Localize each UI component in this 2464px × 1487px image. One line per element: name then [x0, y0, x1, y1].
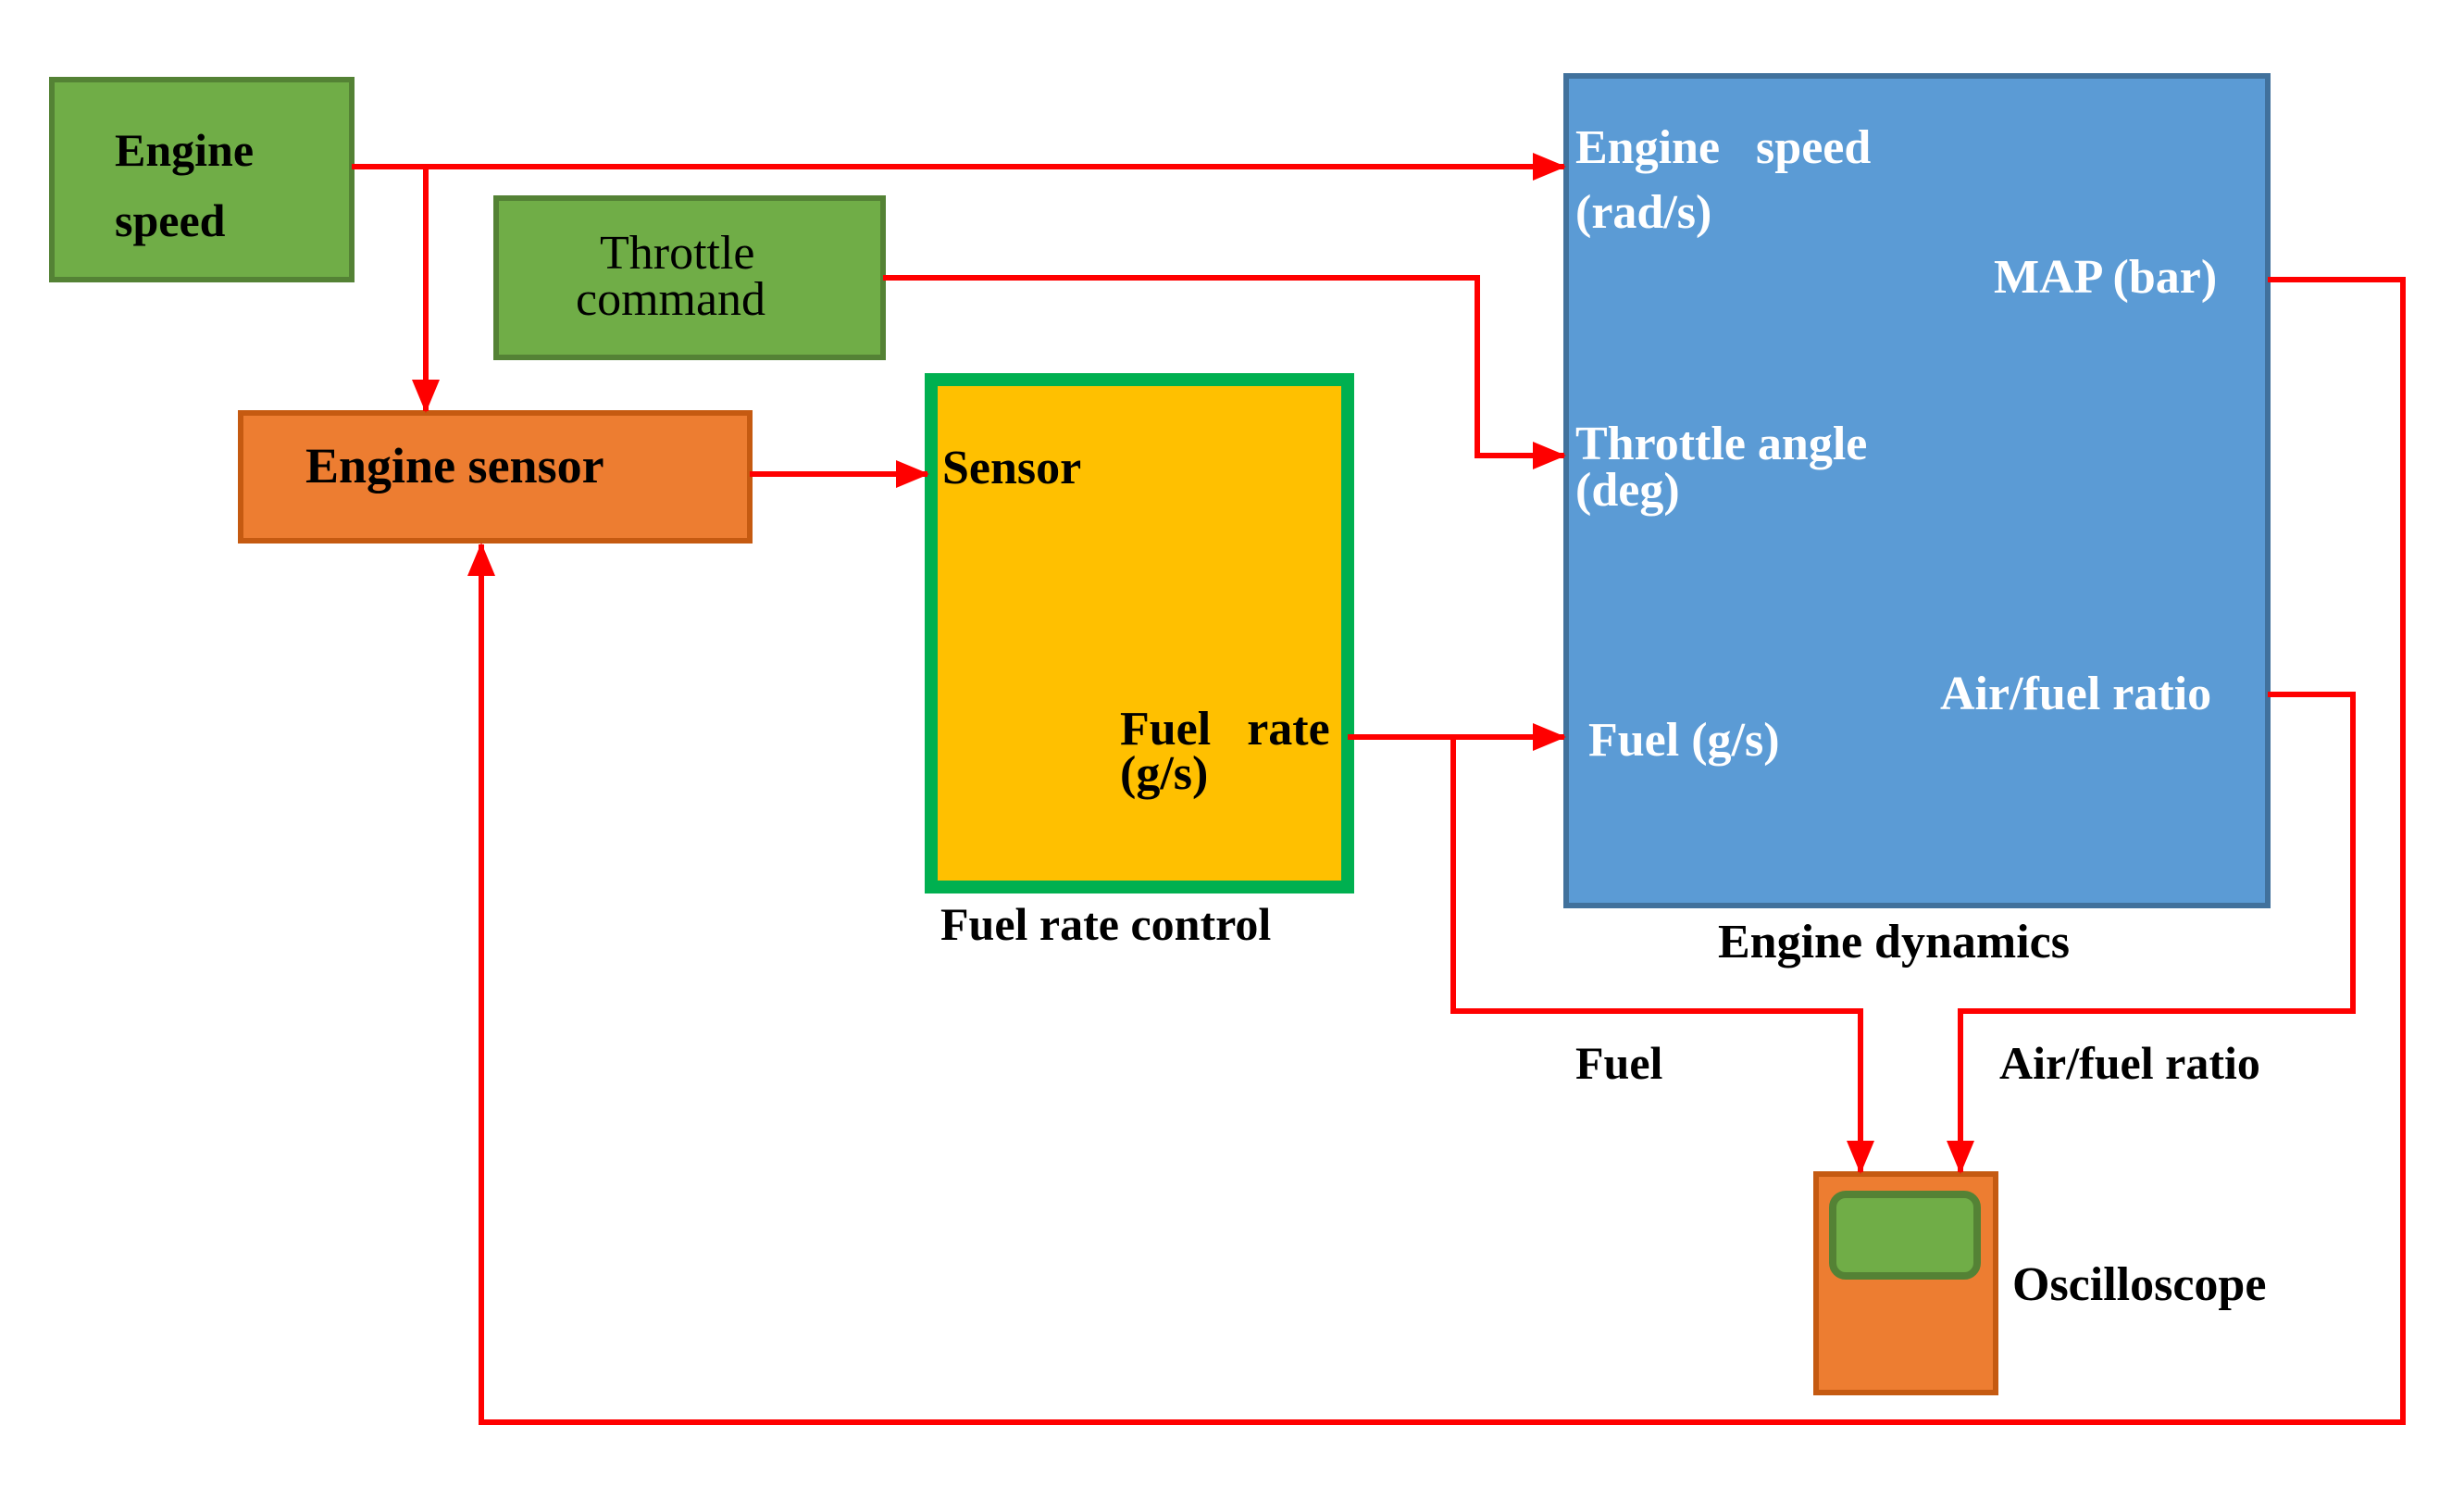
engine-dynamics-caption: Engine dynamics [1718, 916, 2070, 968]
fuel-control-sensor-port-label: Sensor [942, 442, 1082, 494]
fuel-signal-label: Fuel [1575, 1037, 1663, 1089]
dynamics-afr-port-label: Air/fuel ratio [1940, 668, 2212, 720]
fuel-rate-control-caption: Fuel rate control [940, 898, 1272, 950]
engine-dynamics-block [1563, 73, 2271, 908]
throttle-command-label-line2: command [576, 273, 766, 326]
fuel-rate-control-block [925, 373, 1354, 893]
dynamics-speed-port-label-line1: Engine speed [1575, 121, 1872, 174]
dynamics-throttle-port-label-line2: (deg) [1575, 464, 1680, 517]
oscilloscope-label: Oscilloscope [2012, 1258, 2267, 1311]
engine-speed-label-line1: Engine [115, 124, 255, 176]
dynamics-speed-port-label-line2: (rad/s) [1575, 186, 1712, 239]
fuel-control-output-label-line2: (g/s) [1120, 747, 1209, 800]
fuel-control-output-label-line1: Fuel rate [1120, 703, 1330, 756]
afr-signal-label: Air/fuel ratio [1999, 1037, 2260, 1089]
map-feedback-line [467, 277, 2406, 1425]
fuel-to-oscilloscope-line [1450, 737, 1874, 1174]
engine-sensor-block [238, 410, 753, 544]
afr-to-oscilloscope-line [1947, 692, 2356, 1174]
throttle-command-block [493, 195, 886, 360]
throttle-to-dynamics-line [883, 275, 1566, 469]
engine-sensor-label: Engine sensor [305, 438, 604, 494]
dynamics-map-port-label: MAP (bar) [1994, 251, 2218, 304]
oscilloscope-screen [1829, 1191, 1981, 1280]
connectors [352, 153, 2406, 1425]
dynamics-fuel-port-label: Fuel (g/s) [1588, 714, 1780, 767]
engine-speed-label-line2: speed [115, 194, 226, 246]
dynamics-throttle-port-label-line1: Throttle angle [1575, 418, 1868, 470]
throttle-command-label-line1: Throttle [600, 227, 755, 280]
engine-speed-block [49, 77, 355, 282]
